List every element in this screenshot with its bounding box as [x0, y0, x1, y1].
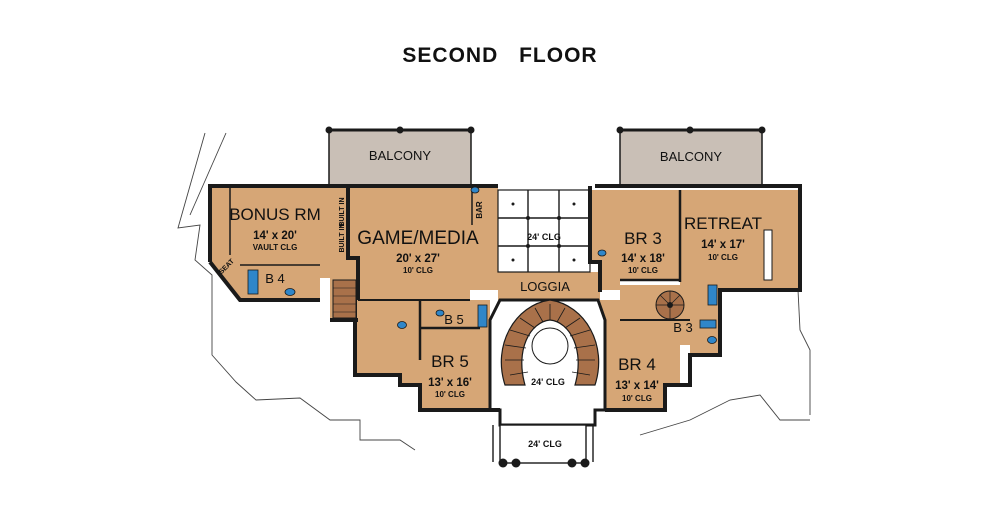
br4-name: BR 4 [618, 355, 656, 374]
game-media-dims: 20' x 27' [396, 253, 440, 265]
floor-fill [210, 186, 800, 410]
room-labels: BONUS RM 14' x 20' VAULT CLG GAME/MEDIA … [218, 197, 762, 403]
br4-dims: 13' x 14' [615, 380, 659, 392]
br5-name: BR 5 [431, 352, 469, 371]
game-media-name: GAME/MEDIA [357, 228, 479, 249]
b3-name: B 3 [673, 320, 693, 335]
stair-hall: 24' CLG [488, 298, 607, 427]
retreat-dims: 14' x 17' [701, 239, 745, 251]
built-in-label-2: BUILT IN [339, 223, 346, 252]
br4-ceiling: 10' CLG [622, 394, 652, 403]
balcony-right-label: BALCONY [660, 149, 722, 164]
entry-porch-ceiling: 24' CLG [528, 439, 562, 449]
retreat-name: RETREAT [684, 214, 762, 233]
open-to-below: 24' CLG [497, 189, 591, 273]
built-in-label-1: BUILT IN [339, 197, 346, 226]
walls [208, 184, 802, 412]
floor-title: SECOND FLOOR [402, 44, 598, 67]
br3-dims: 14' x 18' [621, 253, 665, 265]
br5-ceiling: 10' CLG [435, 390, 465, 399]
b5-name: B 5 [444, 312, 464, 327]
fixtures [247, 186, 773, 344]
service-stair [332, 279, 357, 319]
b4-name: B 4 [265, 271, 285, 286]
balcony-left-label: BALCONY [369, 148, 431, 163]
bonus-room-dims: 14' x 20' [253, 230, 297, 242]
bar-label: BAR [475, 201, 484, 219]
spiral-stair [655, 290, 685, 320]
retreat-ceiling: 10' CLG [708, 253, 738, 262]
site-outline [177, 132, 811, 451]
bonus-room-ceiling: VAULT CLG [253, 243, 298, 252]
br5-dims: 13' x 16' [428, 377, 472, 389]
entry-porch: 24' CLG [492, 424, 594, 468]
open-below-ceiling: 24' CLG [527, 232, 561, 242]
bonus-room-name: BONUS RM [229, 205, 321, 224]
stair-hall-ceiling: 24' CLG [531, 377, 565, 387]
loggia-name: LOGGIA [520, 279, 570, 294]
balcony-left: BALCONY [325, 126, 475, 187]
game-media-ceiling: 10' CLG [403, 266, 433, 275]
br3-ceiling: 10' CLG [628, 266, 658, 275]
br3-name: BR 3 [624, 229, 662, 248]
balcony-right: BALCONY [616, 126, 766, 187]
